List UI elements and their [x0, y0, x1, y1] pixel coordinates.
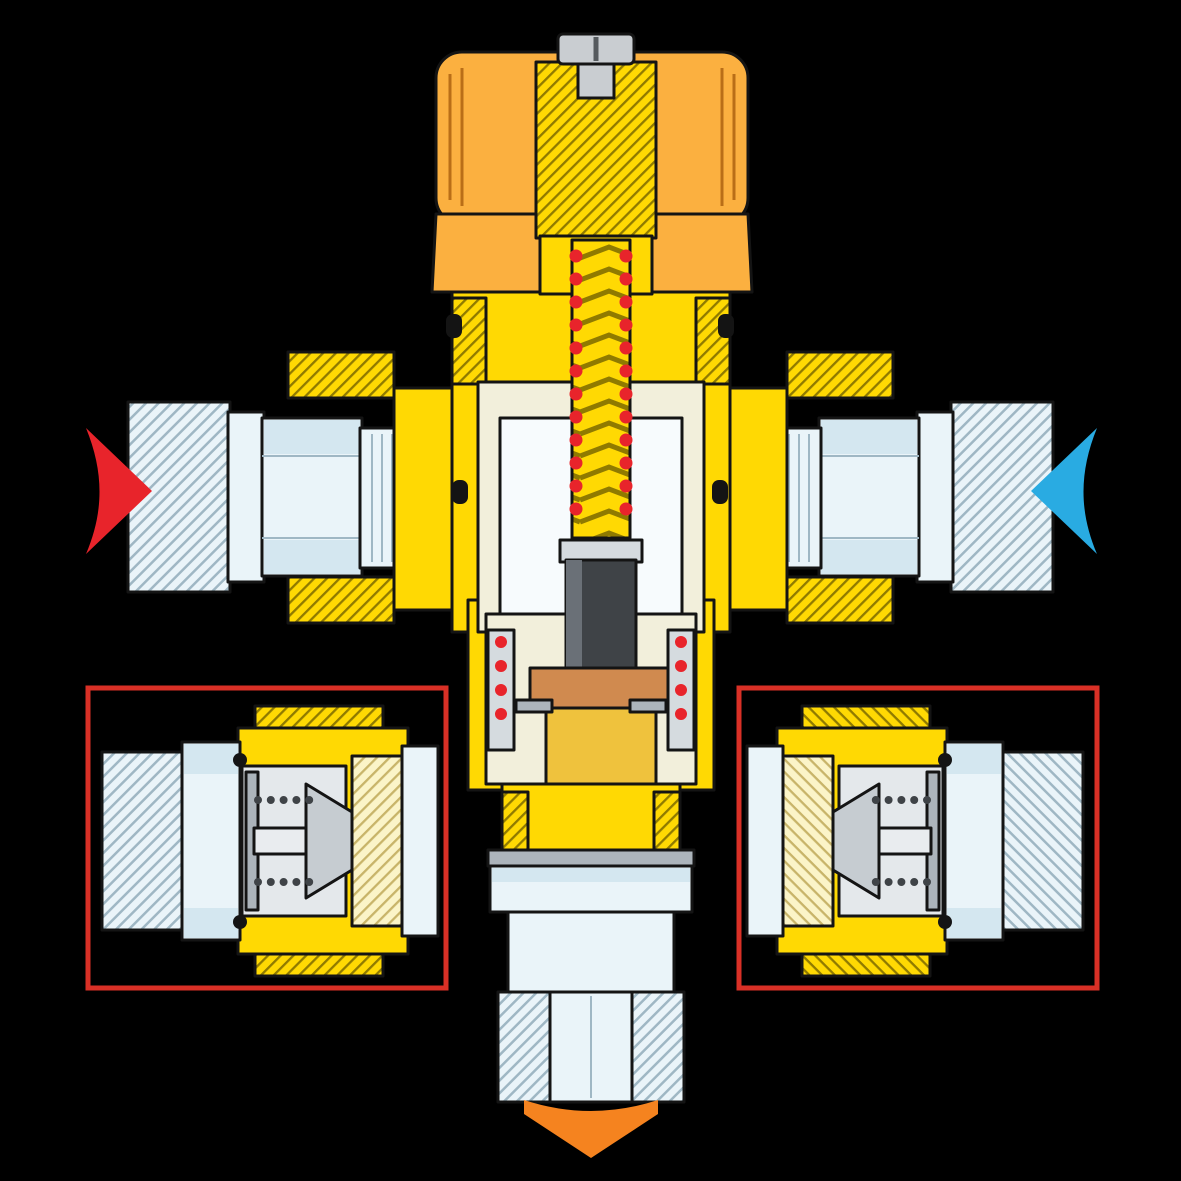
detail-outer-sleeve [400, 744, 440, 938]
neck-thread-left [450, 296, 488, 386]
outlet-pipe [506, 910, 676, 994]
bottom-outlet-assembly [486, 848, 696, 1104]
check-poppet-cone [304, 782, 354, 900]
left-tailpiece-thread-bottom [286, 575, 396, 625]
left-spring-seat [514, 698, 554, 714]
detail-union-facet-bottom [184, 908, 238, 938]
piston-assembly [486, 538, 696, 786]
neck-thread-right [694, 296, 732, 386]
mixed-outlet-arrow [524, 1100, 658, 1158]
left-tailpiece-thread-top [286, 350, 396, 400]
flow-arrows [86, 428, 1097, 1158]
left-union-nut-facet-top [264, 420, 360, 454]
thermostat-spring-cartridge [569, 238, 633, 540]
outlet-thread-left [500, 790, 530, 852]
spring-coil [570, 238, 632, 540]
right-detail-box [736, 685, 1100, 991]
outlet-thread-right [652, 790, 682, 852]
detail-male-thread [100, 750, 186, 932]
left-inlet-assembly [126, 400, 418, 594]
right-inlet-assembly [763, 400, 1055, 594]
o-ring-neck-right [718, 314, 734, 338]
right-union-nut-facet-top [821, 420, 917, 454]
right-pipe-section [915, 410, 955, 584]
detail-union-facet-top [184, 744, 238, 774]
o-ring-arm-left [452, 480, 468, 504]
right-union-nut-facet-bottom [821, 540, 917, 574]
check-o-ring-top [233, 753, 247, 767]
detail-inner-threads [350, 754, 404, 928]
outlet-hex-facet [492, 868, 690, 882]
left-check-valve-detail [100, 704, 440, 978]
right-tailpiece-thread-top [785, 350, 895, 400]
left-union-nut-facet-bottom [264, 540, 360, 574]
outlet-gray-ring [486, 848, 696, 868]
left-pipe-section [226, 410, 266, 584]
adjustment-knob [430, 32, 754, 296]
piston-shaft-highlight [566, 560, 582, 672]
detail-union-nut [180, 740, 242, 942]
left-detail-box [85, 685, 449, 991]
cold-inlet-arrow [1031, 428, 1097, 554]
o-rings [446, 314, 734, 504]
o-ring-arm-right [712, 480, 728, 504]
check-o-ring-bottom [233, 915, 247, 929]
obturator-cylinder [544, 706, 658, 786]
o-ring-neck-left [446, 314, 462, 338]
hot-inlet-arrow [86, 428, 152, 554]
right-tailpiece-thread-bottom [785, 575, 895, 625]
right-spring-seat [628, 698, 668, 714]
